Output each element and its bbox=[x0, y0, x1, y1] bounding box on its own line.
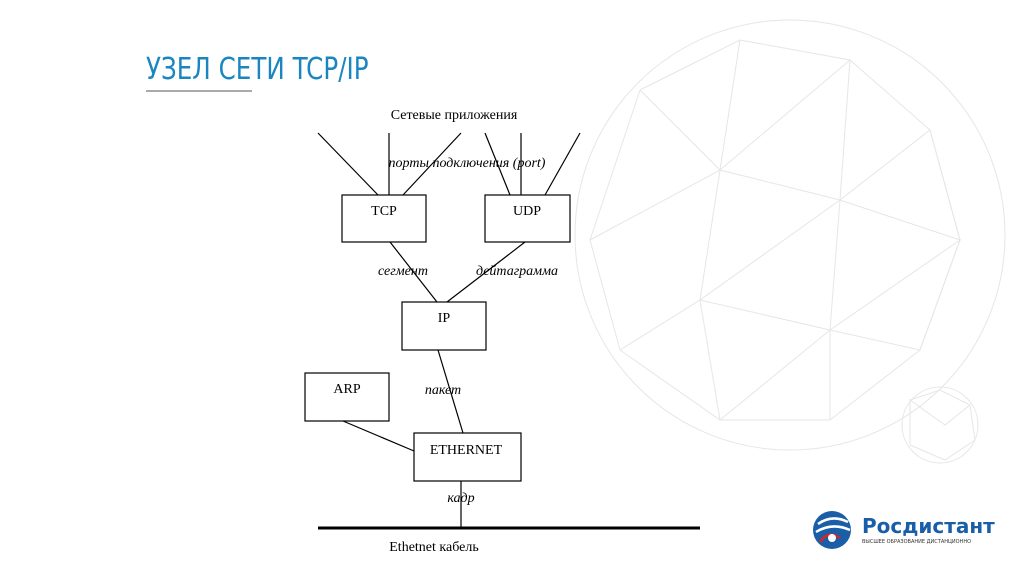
arp-box bbox=[304, 372, 390, 422]
title-underline bbox=[146, 90, 252, 92]
network-apps-label: Сетевые приложения bbox=[391, 108, 518, 123]
port-line bbox=[544, 132, 581, 196]
tcp-ip-line bbox=[389, 241, 438, 303]
udp-ip-line bbox=[446, 241, 526, 303]
packet-label: пакет bbox=[425, 383, 461, 398]
ip-label: IP bbox=[438, 311, 451, 326]
logo-name: Росдистант bbox=[862, 513, 995, 538]
arp-label: ARP bbox=[333, 382, 360, 397]
arp-ethernet-line bbox=[342, 420, 415, 452]
udp-label: UDP bbox=[513, 204, 541, 219]
datagram-label: дейтаграмма bbox=[476, 264, 558, 279]
tcp-label: TCP bbox=[371, 204, 397, 219]
logo-tagline: ВЫСШЕЕ ОБРАЗОВАНИЕ ДИСТАНЦИОННО bbox=[862, 538, 972, 545]
geodesic-sphere-decoration bbox=[574, 19, 1006, 464]
port-line bbox=[402, 132, 462, 196]
port-lines bbox=[317, 132, 581, 196]
tcp-box bbox=[341, 194, 427, 243]
ip-ethernet-line bbox=[437, 349, 464, 434]
ethernet-box bbox=[413, 432, 522, 482]
port-line bbox=[484, 132, 511, 196]
ip-box bbox=[401, 301, 487, 351]
port-line bbox=[317, 132, 379, 196]
segment-label: сегмент bbox=[378, 264, 428, 279]
frame-label: кадр bbox=[447, 491, 474, 506]
slide-title: УЗЕЛ СЕТИ TCP/IP bbox=[146, 52, 369, 87]
logo-globe-icon bbox=[813, 511, 851, 549]
udp-box bbox=[484, 194, 571, 243]
rosdistant-logo: Росдистант ВЫСШЕЕ ОБРАЗОВАНИЕ ДИСТАНЦИОН… bbox=[810, 508, 995, 552]
ethernet-label: ETHERNET bbox=[430, 443, 503, 458]
cable-label: Ethetnet кабель bbox=[389, 540, 478, 555]
ports-label: порты подключения (port) bbox=[389, 156, 546, 171]
